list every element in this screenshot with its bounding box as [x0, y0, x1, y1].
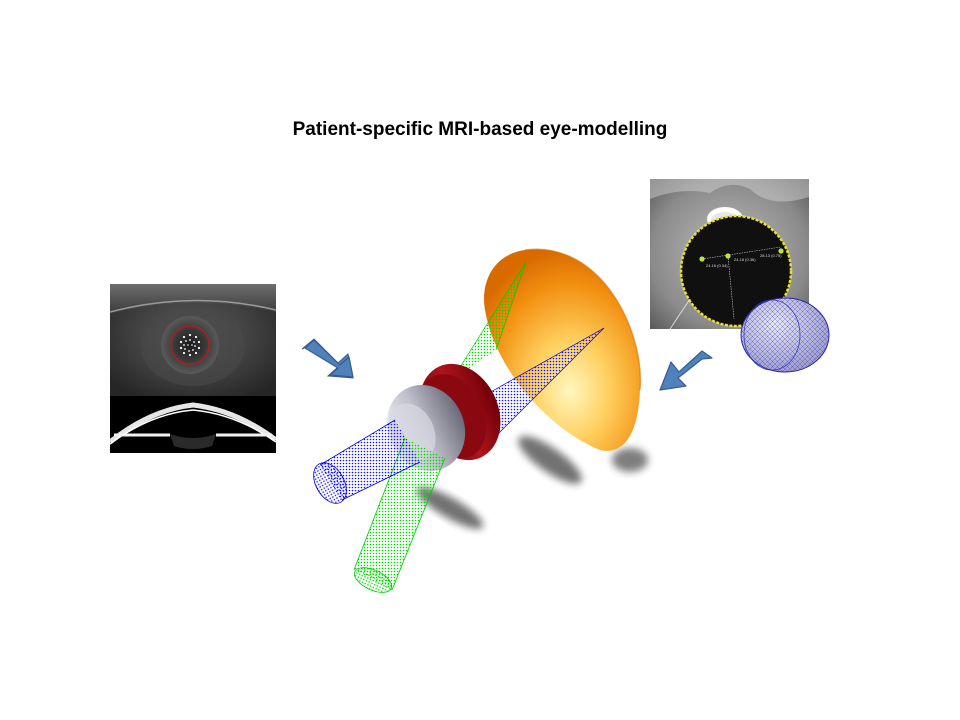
right-input-arrow	[657, 348, 717, 398]
mri-label-1: 24.16 (0.34)	[706, 263, 728, 268]
optical-eye-model-3d	[300, 240, 660, 600]
mri-label-3: 24.18 (0.36)	[734, 257, 756, 262]
oct-scan	[110, 396, 276, 453]
mri-label-2: 28.13 (0.75)	[760, 253, 782, 258]
wireframe-eye-mesh	[741, 298, 829, 372]
eye-photo-and-oct-image	[110, 284, 276, 453]
eye-photo	[110, 284, 276, 396]
slide-title: Patient-specific MRI-based eye-modelling	[0, 119, 960, 141]
mri-and-mesh-image: 24.16 (0.34) 28.13 (0.75) 24.18 (0.36)	[650, 179, 830, 374]
